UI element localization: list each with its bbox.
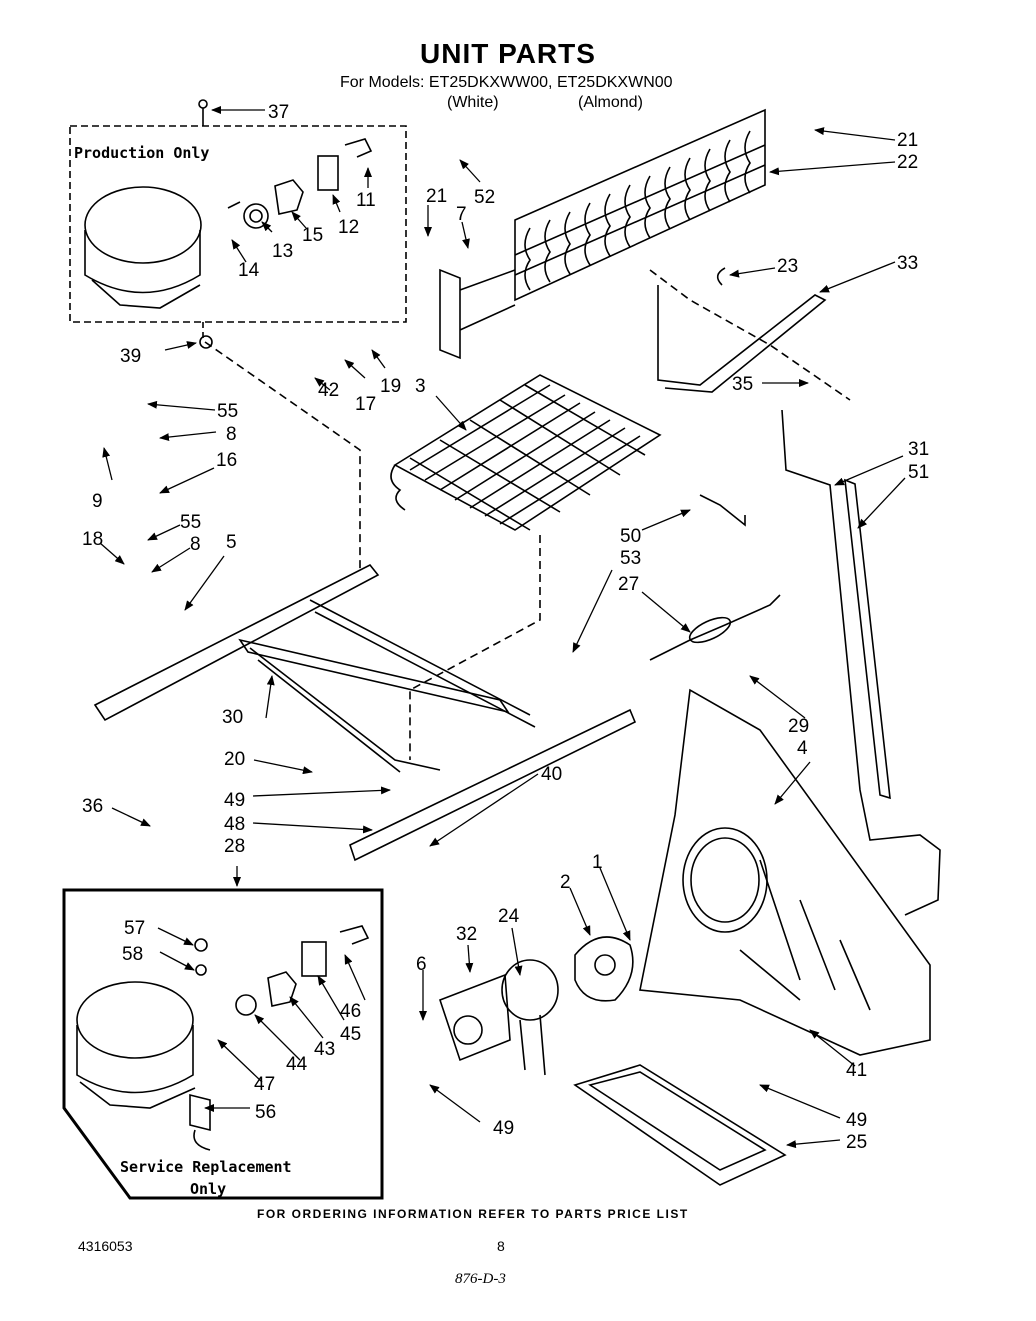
callout-29: 29 <box>788 716 809 737</box>
callout-23: 23 <box>777 256 798 277</box>
callout-31: 31 <box>908 439 929 460</box>
callout-55: 55 <box>180 512 201 533</box>
callout-27: 27 <box>618 574 639 595</box>
callout-49: 49 <box>224 790 245 811</box>
callout-11: 11 <box>356 190 376 211</box>
callout-32: 32 <box>456 924 477 945</box>
callout-22: 22 <box>897 152 918 173</box>
compressor-production <box>84 186 202 309</box>
production-only-box <box>69 125 407 323</box>
callout-36: 36 <box>82 796 103 817</box>
callout-8: 8 <box>190 534 201 555</box>
callout-20: 20 <box>224 749 245 770</box>
callout-19: 19 <box>380 376 401 397</box>
callout-44: 44 <box>286 1054 308 1075</box>
callout-40: 40 <box>541 764 562 785</box>
callout-4: 4 <box>797 738 808 759</box>
callout-50: 50 <box>620 526 641 547</box>
production-only-label: Production Only <box>74 144 210 162</box>
callout-58: 58 <box>122 944 143 965</box>
models-line: For Models: ET25DKXWW00, ET25DKXWN00 <box>340 74 673 91</box>
callout-39: 39 <box>120 346 141 367</box>
callout-46: 46 <box>340 1001 361 1022</box>
callout-49: 49 <box>493 1118 514 1139</box>
callout-16: 16 <box>216 450 237 471</box>
callout-21: 21 <box>426 186 447 207</box>
handwritten-note: 876-D-3 <box>455 1271 506 1287</box>
callout-47: 47 <box>254 1074 275 1095</box>
callout-15: 15 <box>302 225 323 246</box>
compressor-service <box>76 981 196 1109</box>
callout-2: 2 <box>560 872 571 893</box>
callout-53: 53 <box>620 548 641 569</box>
callout-13: 13 <box>272 241 293 262</box>
callout-7: 7 <box>456 204 467 225</box>
callout-25: 25 <box>846 1132 867 1153</box>
callout-35: 35 <box>732 374 753 395</box>
callout-30: 30 <box>222 707 243 728</box>
service-replacement-box <box>62 888 384 1200</box>
callout-48: 48 <box>224 814 245 835</box>
callout-6: 6 <box>416 954 427 975</box>
callout-9: 9 <box>92 491 103 512</box>
callout-5: 5 <box>226 532 237 553</box>
mounting-bracket <box>639 688 931 1056</box>
callout-24: 24 <box>498 906 520 927</box>
page-number: 8 <box>497 1238 505 1254</box>
page-title: UNIT PARTS <box>420 38 596 69</box>
evaporator-coil <box>390 374 662 531</box>
callout-41: 41 <box>846 1060 867 1081</box>
callout-18: 18 <box>82 529 103 550</box>
service-only-label: Only <box>190 1180 227 1198</box>
callout-17: 17 <box>355 394 376 415</box>
callout-3: 3 <box>415 376 426 397</box>
callout-8: 8 <box>226 424 237 445</box>
callout-51: 51 <box>908 462 929 483</box>
callout-55: 55 <box>217 401 238 422</box>
callout-43: 43 <box>314 1039 335 1060</box>
callout-49: 49 <box>846 1110 867 1131</box>
callout-1: 1 <box>592 852 603 873</box>
callout-14: 14 <box>238 260 260 281</box>
document-number: 4316053 <box>78 1238 133 1254</box>
callout-45: 45 <box>340 1024 361 1045</box>
callout-42: 42 <box>318 380 339 401</box>
callout-56: 56 <box>255 1102 276 1123</box>
color-white-label: (White) <box>447 94 499 111</box>
callout-37: 37 <box>268 102 289 123</box>
callout-52: 52 <box>474 187 495 208</box>
condenser-coil <box>514 108 766 302</box>
callout-57: 57 <box>124 918 145 939</box>
callout-28: 28 <box>224 836 245 857</box>
callout-12: 12 <box>338 217 359 238</box>
frame-rails <box>93 563 637 862</box>
ordering-info: FOR ORDERING INFORMATION REFER TO PARTS … <box>257 1207 689 1221</box>
service-replacement-label: Service Replacement <box>120 1158 292 1176</box>
callout-21: 21 <box>897 130 918 151</box>
color-almond-label: (Almond) <box>578 94 643 111</box>
callout-33: 33 <box>897 253 918 274</box>
